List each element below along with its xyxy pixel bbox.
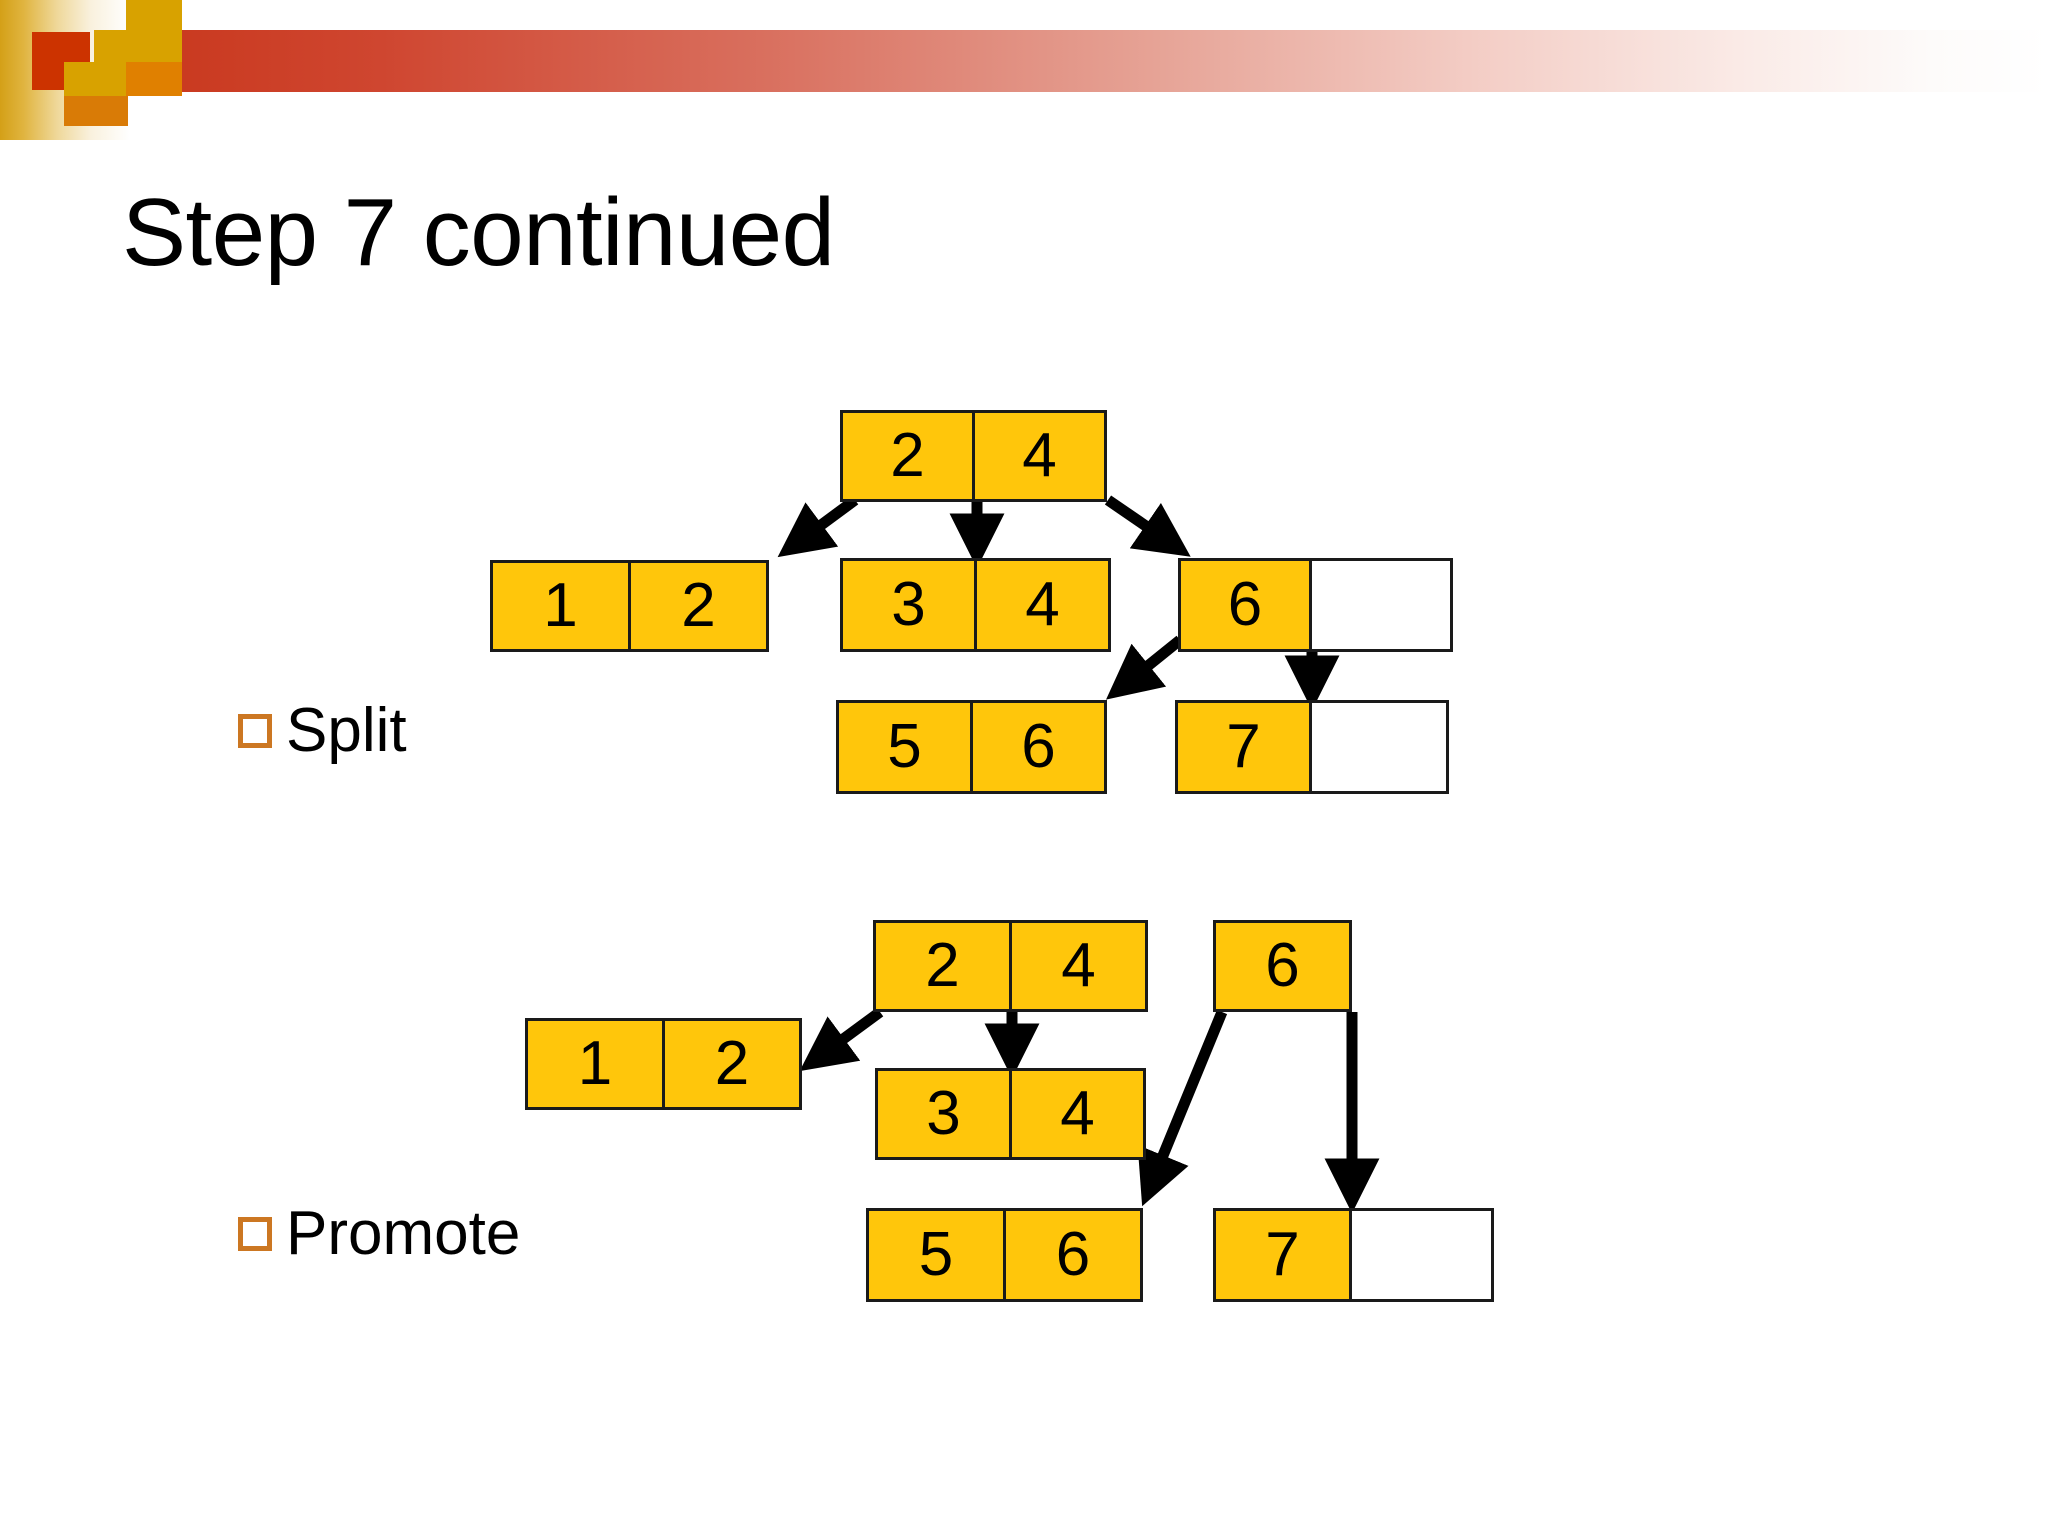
node-cell: 4 [1009, 1068, 1146, 1160]
node-d-n24[interactable]: 2 4 [873, 920, 1148, 1012]
node-cell: 7 [1175, 700, 1312, 794]
bullet-label: Split [286, 696, 407, 765]
header-gradient-band [110, 30, 2048, 92]
node-cell: 4 [1009, 920, 1148, 1012]
node-d-n34[interactable]: 3 4 [875, 1068, 1146, 1160]
page-title: Step 7 continued [122, 179, 835, 286]
deco-square-orange-right [126, 62, 182, 96]
node-u-c3[interactable]: 6 [1178, 558, 1453, 652]
node-cell: 4 [974, 558, 1111, 652]
bullet-label: Promote [286, 1199, 521, 1268]
node-cell: 2 [840, 410, 975, 502]
node-u-l2[interactable]: 7 [1175, 700, 1449, 794]
deco-square-gold-lower [64, 62, 128, 96]
node-cell: 2 [662, 1018, 802, 1110]
edge-6-to-56 [1137, 1009, 1228, 1207]
decorative-header [0, 0, 2048, 140]
node-u-root[interactable]: 2 4 [840, 410, 1107, 502]
node-cell: 2 [873, 920, 1012, 1012]
node-d-n12[interactable]: 1 2 [525, 1018, 802, 1110]
edge-root-to-right [1104, 495, 1191, 557]
node-u-c1[interactable]: 1 2 [490, 560, 769, 652]
node-cell-empty [1309, 700, 1449, 794]
bullet-item-promote[interactable]: Promote [238, 1203, 520, 1265]
node-cell: 6 [1213, 920, 1352, 1012]
square-bullet-icon [238, 1217, 272, 1251]
node-cell: 5 [866, 1208, 1006, 1302]
edge-root-to-left [777, 495, 859, 558]
node-cell: 6 [970, 700, 1107, 794]
node-cell: 5 [836, 700, 973, 794]
node-cell: 1 [490, 560, 631, 652]
node-d-n56[interactable]: 5 6 [866, 1208, 1143, 1302]
node-u-c2[interactable]: 3 4 [840, 558, 1111, 652]
node-cell-empty [1349, 1208, 1494, 1302]
node-cell: 1 [525, 1018, 665, 1110]
node-cell: 3 [840, 558, 977, 652]
node-cell: 3 [875, 1068, 1012, 1160]
node-cell: 6 [1178, 558, 1312, 652]
square-bullet-icon [238, 714, 272, 748]
node-d-n6[interactable]: 6 [1213, 920, 1352, 1012]
node-cell: 6 [1003, 1208, 1143, 1302]
node-cell-empty [1309, 558, 1453, 652]
bullet-item-split[interactable]: Split [238, 700, 407, 762]
edge-six-to-left [1106, 635, 1184, 700]
deco-square-gold-top [126, 0, 182, 34]
edge-24-to-12 [799, 1007, 884, 1072]
node-d-n7[interactable]: 7 [1213, 1208, 1494, 1302]
node-u-l1[interactable]: 5 6 [836, 700, 1107, 794]
node-cell: 2 [628, 560, 769, 652]
node-cell: 7 [1213, 1208, 1352, 1302]
deco-square-orange-lower [64, 92, 128, 126]
node-cell: 4 [972, 410, 1107, 502]
